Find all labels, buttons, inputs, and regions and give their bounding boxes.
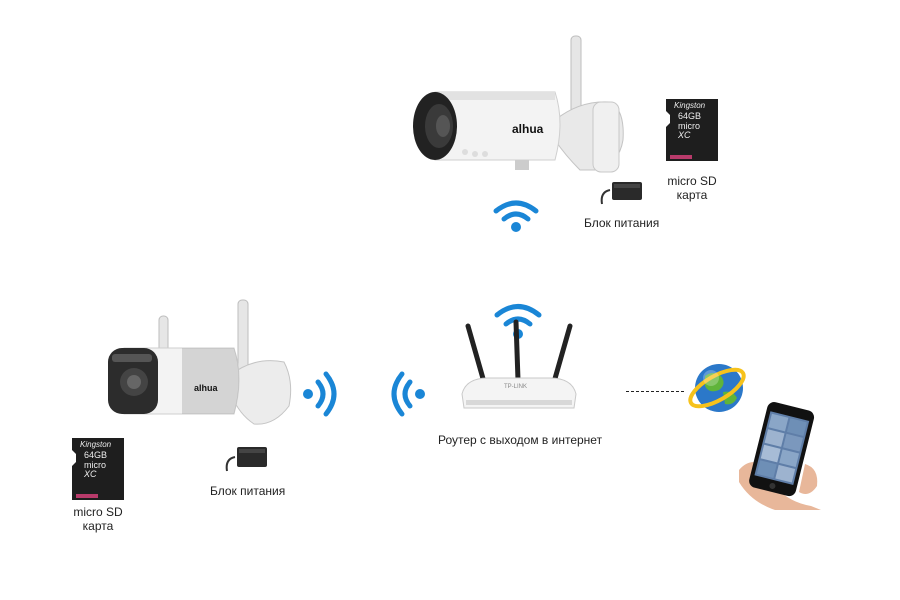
sd-brand: Kingston bbox=[80, 440, 112, 449]
dashed-connector bbox=[626, 391, 684, 392]
top-sd-label-line1: micro SD bbox=[667, 174, 717, 188]
top-sd-label: micro SD карта bbox=[660, 174, 724, 202]
sd-card-icon: Kingston 64GB micro XC bbox=[70, 436, 126, 500]
top-camera-brand: alhua bbox=[512, 122, 544, 136]
router-label: Роутер с выходом в интернет bbox=[438, 433, 603, 447]
sd-size: 64GB bbox=[678, 111, 702, 121]
sd-card-icon: Kingston 64GB micro XC bbox=[664, 97, 720, 161]
sd-type: micro bbox=[678, 121, 700, 131]
camera-icon bbox=[413, 35, 624, 173]
globe-icon bbox=[688, 364, 746, 412]
bottom-sd-label-line1: micro SD bbox=[73, 505, 123, 519]
wifi-icon bbox=[303, 371, 337, 417]
sd-format: XC bbox=[84, 469, 97, 479]
smartphone-icon bbox=[739, 402, 821, 510]
sd-format: XC bbox=[678, 130, 691, 140]
bottom-sd-label-line2: карта bbox=[82, 519, 114, 533]
router-icon bbox=[461, 319, 577, 409]
bottom-power-label: Блок питания bbox=[210, 484, 286, 498]
wifi-icon bbox=[493, 200, 539, 232]
sd-brand: Kingston bbox=[674, 101, 706, 110]
sd-size: 64GB bbox=[84, 450, 108, 460]
bottom-sd-label: micro SD карта bbox=[66, 505, 130, 533]
top-power-label: Блок питания bbox=[584, 216, 660, 230]
top-sd-label-line2: карта bbox=[676, 188, 708, 202]
wifi-icon bbox=[391, 371, 425, 417]
bottom-camera-brand: alhua bbox=[194, 383, 218, 393]
power-adapter-icon bbox=[600, 182, 642, 205]
power-adapter-icon bbox=[225, 447, 267, 472]
sd-type: micro bbox=[84, 460, 106, 470]
router-brand: TP-LINK bbox=[504, 384, 528, 390]
camera-icon bbox=[108, 299, 292, 425]
